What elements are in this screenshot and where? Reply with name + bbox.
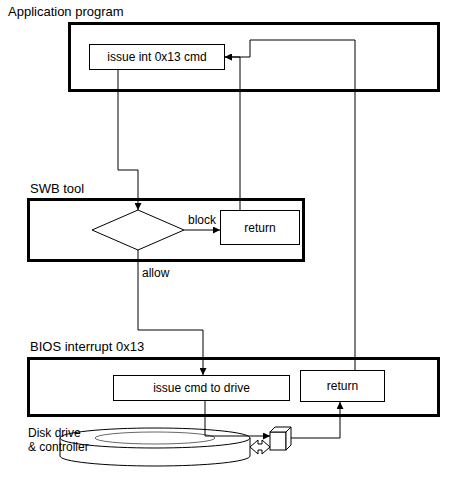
box-text: return: [244, 221, 275, 235]
edge-label: block: [188, 213, 216, 227]
diamond-outline: [92, 210, 184, 250]
flow-arrow: [225, 57, 240, 210]
flow-arrow: [184, 230, 220, 231]
program-box: Application programissue int 0x13 cmd: [68, 22, 440, 92]
flow-arrow: [225, 40, 355, 370]
data-transfer-arrow: [250, 440, 270, 454]
flow-arrow: [118, 70, 138, 210]
disk-track: [95, 432, 215, 444]
command-wire: [205, 401, 270, 436]
cube-top: [270, 427, 291, 432]
box-heading: SWB tool: [30, 181, 84, 196]
return-box: return: [220, 210, 300, 245]
decision-diamond: [92, 210, 184, 250]
box-text: issue cmd to drive: [153, 381, 250, 395]
cube-side: [286, 427, 291, 450]
tool-box: SWB toolreturn: [27, 198, 305, 262]
box-heading: Application program: [8, 4, 124, 19]
diamond-shape: [92, 210, 184, 250]
part-label: Disk drive & controller: [28, 426, 91, 454]
status-wire: [291, 402, 340, 438]
box-text: return: [327, 379, 358, 393]
cube-front: [270, 432, 286, 450]
box-text: issue int 0x13 cmd: [107, 50, 206, 64]
controller-cube: [270, 427, 291, 450]
bios-box: BIOS interrupt 0x13issue cmd to driveret…: [27, 357, 440, 417]
process-box: issue cmd to drive: [113, 375, 290, 401]
edge-label: allow: [142, 266, 169, 280]
box-heading: BIOS interrupt 0x13: [30, 339, 144, 354]
process-box: issue int 0x13 cmd: [89, 44, 225, 70]
return-box: return: [300, 370, 385, 402]
flow-arrow: [138, 250, 203, 375]
